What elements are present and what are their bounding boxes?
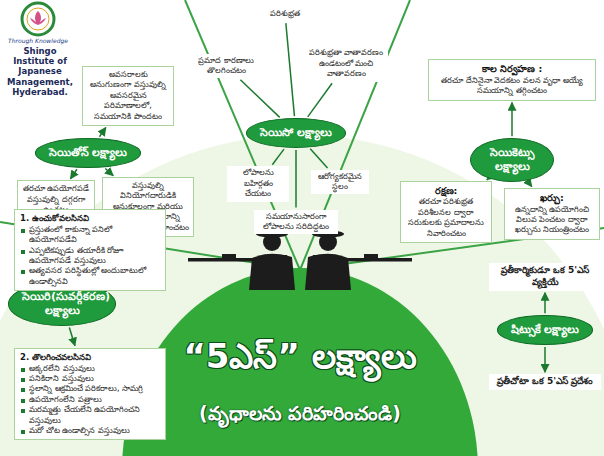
logo-inner-ring: [27, 8, 49, 30]
goal-oval: సెయికెట్సు లక్ష్యాలు: [470, 138, 554, 182]
rifle-stock: [310, 255, 342, 267]
goal-box: లోపాలను బహిర్గతం చేయటం: [227, 166, 289, 201]
goal-box: ప్రతీచోటా ఒక 5'ఎస్ ప్రదేశం: [489, 374, 601, 390]
box-text: తరచూ దేనినైనా వెదకటం వలన వృధా అయ్యే సమయా…: [433, 76, 591, 97]
box-heading: కాల నిర్వహణ :: [433, 63, 591, 75]
rifle-stock: [258, 255, 290, 267]
box-text: సెయిరి(సువర్గీకరణ) లక్ష్యాలు: [22, 290, 102, 318]
light-dome: [0, 135, 604, 456]
box-text: ప్రతీకార్మికుడూ ఒక 5'ఎస్ వ్యక్తియే: [492, 265, 598, 288]
connector: [272, 149, 284, 165]
connector: [240, 80, 279, 118]
goal-box: ఖర్చు:ఉన్నదాన్ని ఉపయోగించి విలువ పెంచటం …: [504, 188, 600, 240]
box-text: సెయికెట్సు లక్ష్యాలు: [484, 146, 540, 174]
box-text: అక్కరలేని వస్తువులు: [20, 364, 160, 374]
connector: [544, 347, 546, 372]
goal-box: 2. తొలగించవలసినవిఅక్కరలేని వస్తువులుపనిక…: [14, 348, 166, 441]
subtitle: (వృధాలను పరిహరించండి): [150, 402, 450, 429]
soldier: [305, 226, 412, 290]
connector: [69, 327, 75, 345]
box-text: సమయానుసారంగా లోపాలను సరిదిద్దటం: [257, 212, 335, 233]
goal-box: కాల నిర్వహణ :తరచూ దేనినైనా వెదకటం వలన వృ…: [428, 59, 596, 100]
goal-box: 1. ఉంచుకోవలసినవిప్రస్తుతంలో కాకున్నా పని…: [14, 209, 166, 291]
logo: [22, 3, 54, 35]
rifle-scope: [222, 254, 236, 258]
logo-ring: [22, 3, 54, 35]
box-text: ప్రమాద కారణాలు తొలగించటం: [189, 56, 263, 77]
goal-box: ప్రతీకార్మికుడూ ఒక 5'ఎస్ వ్యక్తియే: [489, 263, 601, 290]
box-text: తరచూ పరిశుభ్రత పరిశీలనల ద్వారా సరుకులకు …: [405, 197, 487, 239]
box-text: ప్రస్తుతంలో కాకున్నా పనిలో ఉపయోగపడేవి: [20, 225, 160, 246]
box-text: సెయితోన్ లక్ష్యాలు: [49, 146, 128, 160]
rifle-scope: [364, 254, 378, 258]
goal-box: ప్రమాద కారణాలు తొలగించటం: [186, 54, 266, 79]
soldier: [188, 226, 295, 290]
box-text: ఉన్నదాన్ని ఉపయోగించి విలువ పెంచటం ద్వారా…: [509, 205, 595, 236]
connector: [528, 182, 531, 187]
box-text: సెయిసో లక్ష్యాలు: [260, 126, 332, 140]
connector: [295, 150, 297, 208]
logo-tagline: Through Knowledge: [8, 37, 68, 44]
goal-oval: సెయిసో లక్ష్యాలు: [246, 118, 346, 148]
rifle-barrel: [330, 258, 412, 262]
box-text: ఆరోగ్యకరమైన స్థలం: [314, 172, 366, 193]
box-text: ఉపయోగంలేని పత్రాలు: [20, 395, 160, 405]
box-text: స్థలాన్ని ఆక్రమించే పరికరాలు, సామగ్రి: [20, 384, 160, 394]
goal-box: అవసరాలకు అనుగుణంగా వస్తువుల్ని అవసరమైన ప…: [82, 66, 174, 126]
box-text: షిట్సుకే లక్ష్యాలు: [511, 323, 580, 337]
connector: [99, 128, 105, 137]
goal-box: సమయానుసారంగా లోపాలను సరిదిద్దటం: [254, 210, 338, 235]
box-heading: ఖర్చు:: [509, 192, 595, 204]
connector: [308, 83, 332, 117]
box-text: అవసరాలకు అనుగుణంగా వస్తువుల్ని అవసరమైన ప…: [87, 70, 169, 122]
box-text: ప్రతీచోటా ఒక 5'ఎస్ ప్రదేశం: [492, 376, 598, 388]
connector: [310, 149, 327, 168]
box-text: ఎప్పటికప్పుడు తయారీకి రోజూ ఉపయోగపడే వస్త…: [20, 246, 160, 267]
goal-box: పరిశుభ్రతా వాతావరణం ఉండటంలో మంచి వాతావరణ…: [304, 46, 388, 81]
box-text: పనికిరాని వస్తువులు: [20, 374, 160, 384]
box-text: లోపాలను బహిర్గతం చేయటం: [230, 168, 286, 199]
institute-name: Shingo Institute of Japanese Management,…: [4, 46, 76, 97]
divider-lines: [0, 0, 604, 270]
box-heading: రక్షణ:: [405, 185, 487, 197]
goal-box: పరిశుభ్రత: [267, 7, 303, 21]
connector: [286, 23, 295, 116]
connector: [544, 293, 546, 313]
connector: [70, 169, 76, 178]
box-text: మరమ్మత్తు చేయలేని ఉపయోగించని వస్తువులు: [20, 405, 160, 426]
goal-oval: సెయితోన్ లక్ష్యాలు: [35, 138, 142, 168]
goal-box: ఆరోగ్యకరమైన స్థలం: [311, 170, 369, 195]
box-text: పరిశుభ్రతా వాతావరణం ఉండటంలో మంచి వాతావరణ…: [307, 48, 385, 79]
rifle-barrel: [188, 258, 270, 262]
poster-title: “5ఎస్” లక్ష్యాలు: [130, 336, 470, 384]
connector: [105, 169, 113, 176]
box-heading: 1. ఉంచుకోవలసినవి: [20, 213, 160, 224]
goal-box: రక్షణ:తరచూ పరిశుభ్రత పరిశీలనల ద్వారా సరు…: [400, 181, 492, 243]
box-text: మరో చోట ఉండాల్సిన వస్తువులు: [20, 426, 160, 436]
logo-lotus: [30, 11, 46, 25]
box-text: పరిశుభ్రత: [270, 9, 300, 19]
green-hill: [122, 268, 478, 456]
box-heading: 2. తొలగించవలసినవి: [20, 352, 160, 363]
goal-oval: షిట్సుకే లక్ష్యాలు: [497, 315, 594, 345]
connector: [511, 103, 513, 137]
box-text: అత్యవసర పరిస్థితుల్లో అందుబాటులో ఉండాల్స…: [20, 266, 160, 287]
